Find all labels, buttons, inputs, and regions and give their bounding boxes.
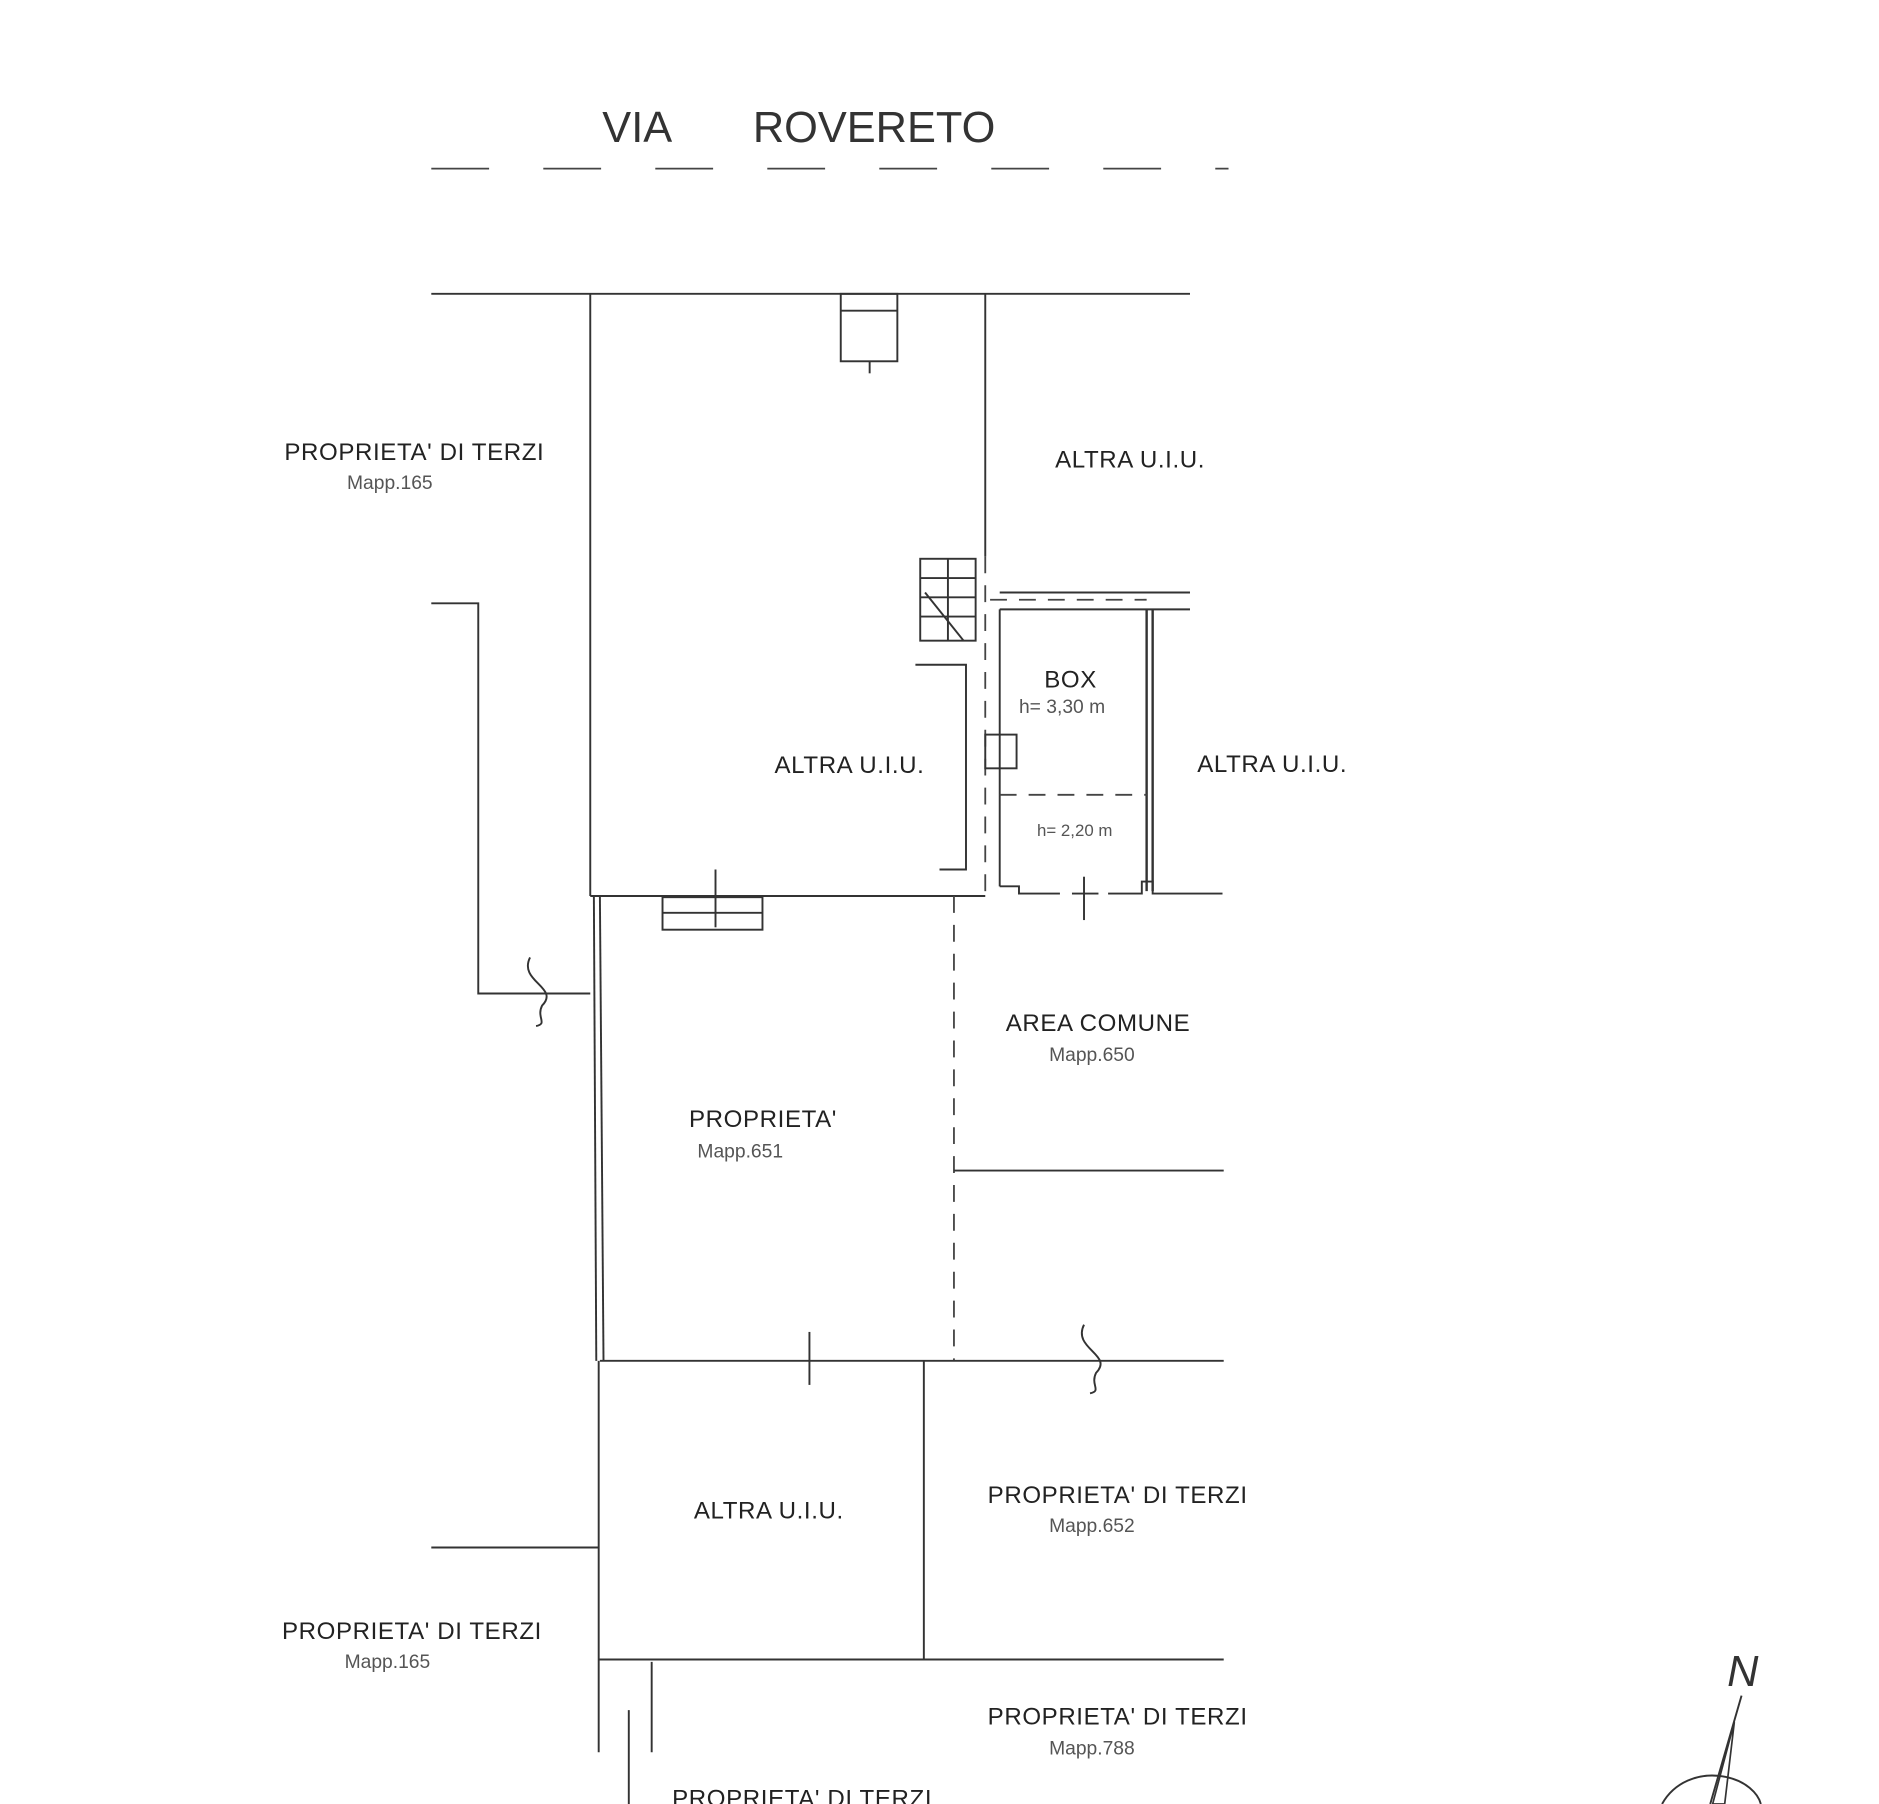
label-proprieta: PROPRIETA' xyxy=(689,1106,837,1133)
label-terzi-bottom-left: PROPRIETA' DI TERZI xyxy=(282,1618,542,1645)
label-altra-bottom: ALTRA U.I.U. xyxy=(694,1498,844,1525)
north-label: N xyxy=(1727,1648,1759,1696)
break-symbol xyxy=(526,956,548,1027)
break-symbol-2 xyxy=(1080,1324,1102,1395)
label-box-h-low: h= 2,20 m xyxy=(1037,821,1112,840)
label-proprieta-mapp: Mapp.651 xyxy=(697,1141,783,1162)
walls xyxy=(431,292,1224,1804)
boundary-left xyxy=(431,602,591,995)
label-terzi-bottom-left-mapp: Mapp.165 xyxy=(345,1652,431,1673)
label-terzi-652-mapp: Mapp.652 xyxy=(1049,1516,1135,1537)
label-terzi-last: PROPRIETA' DI TERZI xyxy=(672,1785,932,1804)
label-terzi-top-mapp: Mapp.165 xyxy=(347,473,433,494)
label-box-h-high: h= 3,30 m xyxy=(1019,697,1105,718)
north-arrow-icon: N xyxy=(1661,1648,1762,1804)
label-altra-mid-left: ALTRA U.I.U. xyxy=(775,752,925,779)
label-terzi-652: PROPRIETA' DI TERZI xyxy=(988,1482,1248,1509)
label-area-comune: AREA COMUNE xyxy=(1006,1010,1191,1037)
staircase xyxy=(919,557,977,642)
label-terzi-top: PROPRIETA' DI TERZI xyxy=(284,439,544,466)
label-terzi-788: PROPRIETA' DI TERZI xyxy=(988,1704,1248,1731)
window-top xyxy=(839,292,899,363)
label-area-comune-mapp: Mapp.650 xyxy=(1049,1045,1135,1066)
label-altra-mid-right: ALTRA U.I.U. xyxy=(1197,751,1347,778)
meter-box xyxy=(984,733,1018,770)
label-terzi-788-mapp: Mapp.788 xyxy=(1049,1739,1135,1760)
label-altra-top: ALTRA U.I.U. xyxy=(1055,446,1205,473)
street-name-rovereto: ROVERETO xyxy=(753,104,995,152)
label-box: BOX xyxy=(1044,667,1097,694)
street-name-via: VIA xyxy=(602,104,672,152)
